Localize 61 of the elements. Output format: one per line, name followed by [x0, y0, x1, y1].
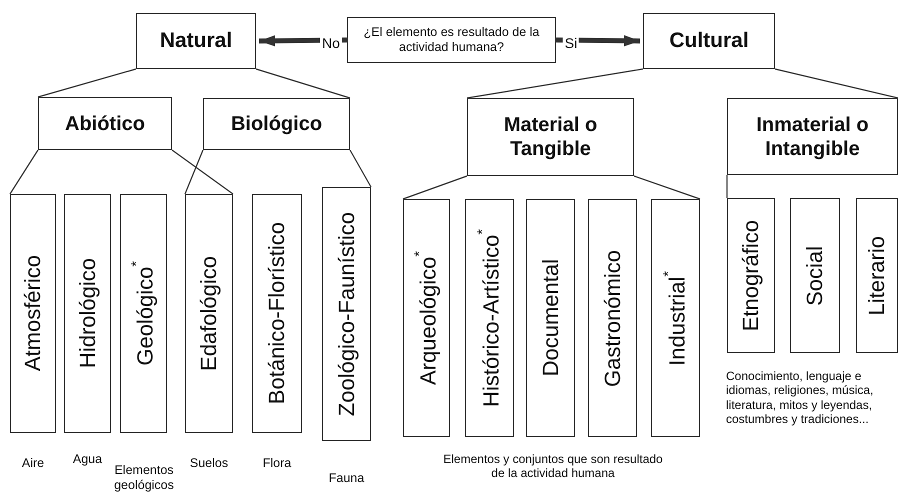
category-box	[727, 98, 898, 175]
question-box	[347, 17, 556, 63]
subcategory-box	[856, 198, 898, 353]
category-box	[203, 98, 350, 150]
connector-line	[634, 175, 700, 200]
category-box	[643, 13, 775, 69]
connector-line	[184, 150, 204, 194]
subcategory-box	[526, 199, 575, 437]
category-label: Etnográfico	[740, 220, 762, 332]
subcategory-box	[185, 194, 233, 433]
subcategory-box	[651, 199, 700, 437]
subcategory-box	[403, 199, 450, 437]
subcategory-box	[120, 194, 167, 433]
connector-line	[38, 68, 136, 98]
question-text: ¿El elemento es resultado de la actividad humana?	[362, 25, 540, 55]
category-label: Zoológico-Faunístico	[336, 212, 358, 416]
example-caption: Suelos	[188, 456, 230, 471]
category-label: Gastronómico	[602, 250, 624, 386]
category-title: Material o Tangible	[502, 113, 598, 161]
subcategory-box	[727, 198, 775, 353]
category-label: Social	[804, 246, 826, 306]
category-label: Documental	[540, 259, 562, 377]
category-title: Natural	[158, 28, 234, 54]
subcategory-box	[252, 194, 302, 433]
connector-line	[172, 150, 234, 194]
example-caption: Agua	[72, 452, 104, 467]
category-box	[467, 98, 634, 176]
connector-line	[402, 175, 468, 200]
subcategory-box	[10, 194, 56, 433]
connector-line	[349, 150, 372, 188]
category-box	[38, 97, 172, 150]
category-title: Biológico	[230, 112, 324, 136]
connector-line	[774, 68, 898, 99]
category-title: Abiótico	[64, 112, 146, 136]
edge-label: Si	[562, 35, 580, 51]
category-label: Botánico-Florístico	[266, 222, 288, 405]
edge-label: No	[320, 35, 342, 51]
subcategory-box	[64, 194, 111, 433]
category-box	[136, 13, 256, 69]
note-text: Conocimiento, lenguaje e idiomas, religiones, música, literatura, mitos y leyendas, costumbres y tradiciones...	[726, 369, 874, 427]
subcategory-box	[322, 187, 371, 441]
subcategory-box	[588, 199, 637, 437]
category-title: Cultural	[668, 28, 750, 54]
connector-line	[256, 68, 350, 99]
note-text: Elementos y conjuntos que son resultado de la actividad humana	[442, 452, 664, 481]
connector-line	[466, 68, 644, 99]
example-caption: Elementos geológicos	[113, 463, 175, 493]
category-label: Atmosférico	[22, 255, 44, 372]
connector-line	[726, 175, 728, 198]
category-label: Edafológico	[198, 256, 220, 371]
connector-line	[10, 150, 38, 194]
arrow	[258, 35, 348, 46]
subcategory-box	[790, 198, 840, 353]
example-caption: Flora	[262, 456, 292, 471]
example-caption: Fauna	[328, 471, 366, 486]
category-title: Inmaterial o Intangible	[755, 112, 870, 160]
category-label: Literario	[866, 236, 888, 316]
subcategory-box	[465, 199, 514, 437]
arrow	[556, 35, 640, 46]
category-label: Hidrológico	[76, 258, 98, 369]
example-caption: Aire	[20, 456, 46, 471]
